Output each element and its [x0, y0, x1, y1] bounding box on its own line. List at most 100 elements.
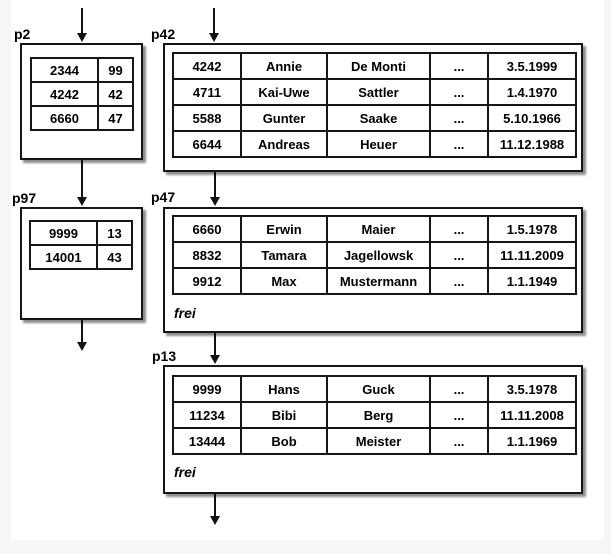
index-page-p2: 2344 99 4242 42 6660 47: [20, 43, 143, 160]
node-label-p2: p2: [14, 26, 31, 42]
ellipsis-cell: ...: [429, 78, 489, 106]
arrow-shaft: [214, 172, 216, 199]
table-row: 2344 99: [30, 57, 134, 83]
arrow-p13-out: [210, 494, 220, 525]
p2-entries-table: 2344 99 4242 42 6660 47: [30, 57, 134, 131]
pointer-cell: 99: [97, 57, 134, 83]
arrow-p97-out: [77, 320, 87, 351]
date-cell: 3.5.1999: [487, 52, 577, 80]
id-cell: 8832: [172, 241, 242, 269]
arrow-shaft: [214, 333, 216, 357]
arrowhead-icon: [210, 197, 220, 206]
arrow-shaft: [81, 160, 83, 199]
table-row: 4711 Kai-Uwe Sattler ... 1.4.1970: [172, 78, 577, 106]
p13-records-table: 9999 Hans Guck ... 3.5.1978 11234 Bibi B…: [172, 375, 577, 455]
lastname-cell: Sattler: [326, 78, 431, 106]
node-label-p13: p13: [152, 348, 177, 364]
arrow-p2-to-p97: [77, 160, 87, 206]
date-cell: 5.10.1966: [487, 104, 577, 132]
firstname-cell: Max: [240, 267, 328, 295]
data-page-p13: 9999 Hans Guck ... 3.5.1978 11234 Bibi B…: [163, 365, 583, 494]
node-label-p47: p47: [151, 189, 176, 205]
date-cell: 3.5.1978: [487, 375, 577, 403]
firstname-cell: Tamara: [240, 241, 328, 269]
arrow-p47-to-p13: [210, 333, 220, 364]
date-cell: 1.5.1978: [487, 215, 577, 243]
key-cell: 14001: [29, 244, 98, 270]
arrowhead-icon: [209, 33, 219, 42]
firstname-cell: Andreas: [240, 130, 328, 158]
ellipsis-cell: ...: [429, 427, 489, 455]
arrowhead-icon: [77, 33, 87, 42]
p97-entries-table: 9999 13 14001 43: [29, 220, 133, 270]
key-cell: 2344: [30, 57, 99, 83]
lastname-cell: Saake: [326, 104, 431, 132]
table-row: 9912 Max Mustermann ... 1.1.1949: [172, 267, 577, 295]
arrowhead-icon: [77, 342, 87, 351]
pointer-cell: 43: [96, 244, 133, 270]
table-row: 4242 Annie De Monti ... 3.5.1999: [172, 52, 577, 80]
ellipsis-cell: ...: [429, 267, 489, 295]
table-row: 6660 Erwin Maier ... 1.5.1978: [172, 215, 577, 243]
table-row: 14001 43: [29, 244, 133, 270]
lastname-cell: Mustermann: [326, 267, 431, 295]
date-cell: 1.1.1969: [487, 427, 577, 455]
date-cell: 11.11.2008: [487, 401, 577, 429]
firstname-cell: Kai-Uwe: [240, 78, 328, 106]
table-row: 8832 Tamara Jagellowsk ... 11.11.2009: [172, 241, 577, 269]
node-label-p97: p97: [12, 190, 37, 206]
lastname-cell: Guck: [326, 375, 431, 403]
date-cell: 11.12.1988: [487, 130, 577, 158]
arrow-shaft: [214, 494, 216, 518]
date-cell: 1.1.1949: [487, 267, 577, 295]
date-cell: 1.4.1970: [487, 78, 577, 106]
id-cell: 6644: [172, 130, 242, 158]
key-cell: 4242: [30, 81, 99, 107]
pointer-cell: 13: [96, 220, 133, 246]
p42-records-table: 4242 Annie De Monti ... 3.5.1999 4711 Ka…: [172, 52, 577, 158]
id-cell: 9912: [172, 267, 242, 295]
lastname-cell: De Monti: [326, 52, 431, 80]
pointer-cell: 47: [97, 105, 134, 131]
id-cell: 6660: [172, 215, 242, 243]
lastname-cell: Jagellowsk: [326, 241, 431, 269]
table-row: 6660 47: [30, 105, 134, 131]
data-page-p42: 4242 Annie De Monti ... 3.5.1999 4711 Ka…: [163, 43, 583, 172]
arrow-shaft: [213, 8, 215, 35]
arrowhead-icon: [77, 197, 87, 206]
table-row: 5588 Gunter Saake ... 5.10.1966: [172, 104, 577, 132]
arrow-into-p2: [77, 8, 87, 42]
free-space-label: frei: [174, 305, 196, 321]
table-row: 9999 Hans Guck ... 3.5.1978: [172, 375, 577, 403]
arrowhead-icon: [210, 355, 220, 364]
firstname-cell: Annie: [240, 52, 328, 80]
table-row: 13444 Bob Meister ... 1.1.1969: [172, 427, 577, 455]
arrow-shaft: [81, 320, 83, 344]
node-label-p42: p42: [151, 26, 176, 42]
id-cell: 4242: [172, 52, 242, 80]
arrow-p42-to-p47: [210, 172, 220, 206]
table-row: 4242 42: [30, 81, 134, 107]
ellipsis-cell: ...: [429, 401, 489, 429]
lastname-cell: Berg: [326, 401, 431, 429]
id-cell: 13444: [172, 427, 242, 455]
ellipsis-cell: ...: [429, 241, 489, 269]
id-cell: 9999: [172, 375, 242, 403]
id-cell: 4711: [172, 78, 242, 106]
free-space-label: frei: [174, 464, 196, 480]
pointer-cell: 42: [97, 81, 134, 107]
lastname-cell: Maier: [326, 215, 431, 243]
firstname-cell: Bob: [240, 427, 328, 455]
table-row: 11234 Bibi Berg ... 11.11.2008: [172, 401, 577, 429]
lastname-cell: Heuer: [326, 130, 431, 158]
firstname-cell: Erwin: [240, 215, 328, 243]
p47-records-table: 6660 Erwin Maier ... 1.5.1978 8832 Tamar…: [172, 215, 577, 295]
index-page-p97: 9999 13 14001 43: [20, 207, 143, 320]
firstname-cell: Bibi: [240, 401, 328, 429]
data-page-p47: 6660 Erwin Maier ... 1.5.1978 8832 Tamar…: [163, 207, 583, 333]
lastname-cell: Meister: [326, 427, 431, 455]
firstname-cell: Hans: [240, 375, 328, 403]
id-cell: 11234: [172, 401, 242, 429]
key-cell: 9999: [29, 220, 98, 246]
arrow-into-p42: [209, 8, 219, 42]
